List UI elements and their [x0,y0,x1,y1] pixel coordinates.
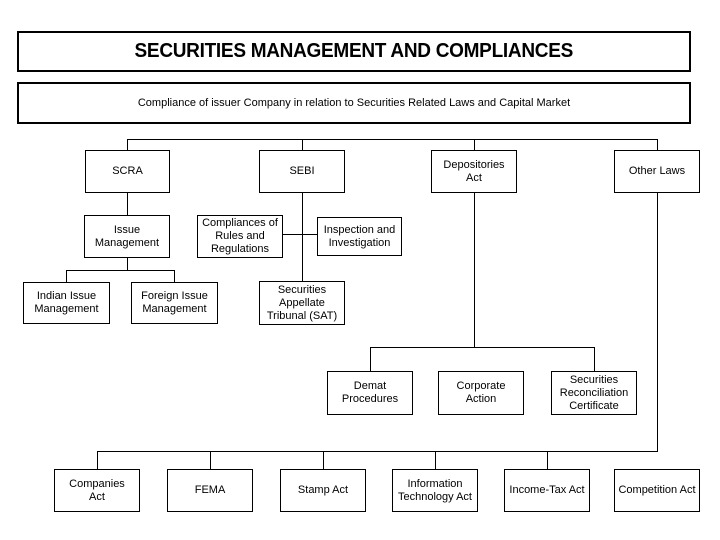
node-indian-issue-management: Indian Issue Management [23,282,110,324]
connector-drop-foreign-issue [174,270,175,282]
node-inspection-investigation: Inspection and Investigation [317,217,402,256]
subtitle-text: Compliance of issuer Company in relation… [137,97,571,109]
connector-drop-scra [127,139,128,150]
connector-bottom-rail [97,451,658,452]
node-stamp-act: Stamp Act [280,469,366,512]
connector-drop-stamp-act [323,451,324,469]
node-corporate-action: Corporate Action [438,371,524,415]
node-issue-management: Issue Management [84,215,170,258]
node-depositories-act: Depositories Act [431,150,517,193]
connector-depositories-rail [370,347,594,348]
node-sebi: SEBI [259,150,345,193]
node-securities-appellate-tribunal: Securities Appellate Tribunal (SAT) [259,281,345,325]
connector-sebi-sat-stem [302,193,303,281]
connector-drop-information-technology-act [435,451,436,469]
node-competition-act: Competition Act [614,469,700,512]
node-other-laws: Other Laws [614,150,700,193]
connector-drop-demat [370,347,371,371]
connector-top-rail [127,139,658,140]
connector-drop-depositories-act [474,139,475,150]
node-demat-procedures: Demat Procedures [327,371,413,415]
node-scra: SCRA [85,150,170,193]
connector-drop-sebi [302,139,303,150]
connector-drop-income-tax-act [547,451,548,469]
node-compliances-rules-regulations: Compliances of Rules and Regulations [197,215,283,258]
connector-drop-other-laws [657,139,658,150]
connector-issue-rail [66,270,175,271]
connector-issue-management-stem [127,258,128,270]
connector-drop-companies-act [97,451,98,469]
node-foreign-issue-management: Foreign Issue Management [131,282,218,324]
connector-other-laws-stem [657,193,658,452]
connector-compliances-inspection [283,234,317,235]
page-title: SECURITIES MANAGEMENT AND COMPLIANCES [134,40,574,62]
connector-scra-issue-management [127,193,128,215]
node-companies-act: Companies Act [54,469,140,512]
connector-drop-fema [210,451,211,469]
connector-drop-securities-reconciliation [594,347,595,371]
node-information-technology-act: Information Technology Act [392,469,478,512]
title-box: SECURITIES MANAGEMENT AND COMPLIANCES [17,31,691,72]
connector-drop-indian-issue [66,270,67,282]
node-fema: FEMA [167,469,253,512]
node-income-tax-act: Income-Tax Act [504,469,590,512]
connector-depositories-stem [474,193,475,347]
subtitle-box: Compliance of issuer Company in relation… [17,82,691,124]
node-securities-reconciliation-certificate: Securities Reconciliation Certificate [551,371,637,415]
